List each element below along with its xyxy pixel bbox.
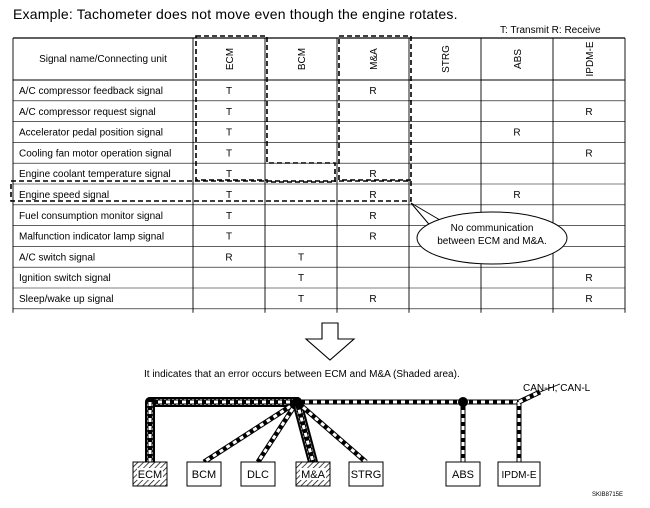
row-cell-value: R (369, 86, 376, 97)
column-header-abs: ABS (513, 49, 524, 69)
row-cell-value: T (226, 190, 232, 201)
column-header-bcm: BCM (297, 48, 308, 70)
bus-tail-dash (518, 390, 541, 404)
column-header-ipdm-e: IPDM-E (585, 41, 596, 76)
row-cell-value: T (226, 86, 232, 97)
node-label-ipdm-e: IPDM-E (502, 470, 537, 481)
row-signal-name: Cooling fan motor operation signal (19, 148, 171, 159)
row-cell-value: R (513, 190, 520, 201)
row-cell-value: R (585, 107, 592, 118)
row-signal-name: Accelerator pedal position signal (19, 128, 163, 139)
node-label-strg: STRG (351, 469, 382, 481)
junction-dot-abs (458, 397, 468, 407)
row-signal-name: Fuel consumption monitor signal (19, 211, 163, 222)
callout-bubble (416, 211, 568, 265)
node-box-dlc (240, 461, 276, 487)
row-cell-value: R (585, 294, 592, 305)
node-label-abs: ABS (452, 469, 474, 481)
row-signal-name: Ignition switch signal (19, 273, 111, 284)
row-cell-value: R (225, 252, 232, 263)
row-signal-name: Malfunction indicator lamp signal (19, 232, 164, 243)
node-label-dlc: DLC (247, 469, 269, 481)
node-box-abs (445, 461, 481, 487)
spoke-dlc-dash (256, 401, 299, 463)
row-cell-value: T (226, 169, 232, 180)
bus-leader-line (539, 383, 561, 393)
row-signal-name: A/C compressor request signal (19, 107, 156, 118)
node-label-m-a: M&A (301, 469, 326, 481)
column-header-strg: STRG (441, 45, 452, 73)
callout-join (432, 225, 437, 230)
row-signal-name: Engine coolant temperature signal (19, 169, 171, 180)
down-arrow (304, 322, 356, 361)
bus-label: CAN-H, CAN-L (523, 383, 591, 394)
node-label-bg (300, 468, 326, 480)
row-cell-value: T (298, 273, 304, 284)
row-cell-value: R (513, 128, 520, 139)
engine-speed-highlight (10, 180, 412, 202)
figure-code: SKIB8715E (592, 492, 624, 498)
diagram-title: Example: Tachometer does not move even t… (13, 6, 458, 22)
node-box-bcm (186, 461, 222, 487)
legend-text: T: Transmit R: Receive (500, 25, 601, 36)
node-label-bg (137, 468, 163, 480)
column-header-m-a: M&A (369, 48, 380, 70)
row-cell-value: R (369, 211, 376, 222)
header-first-cell: Signal name/Connecting unit (39, 54, 167, 65)
row-cell-value: R (369, 232, 376, 243)
row-cell-value: R (369, 294, 376, 305)
spoke-ma-dash (295, 401, 315, 463)
row-cell-value: T (298, 294, 304, 305)
row-cell-value: R (585, 273, 592, 284)
row-cell-value: R (369, 190, 376, 201)
node-label-bcm: BCM (192, 469, 216, 481)
node-box-strg (348, 461, 384, 487)
spoke-bcm-dash (203, 400, 298, 464)
row-cell-value: T (298, 252, 304, 263)
node-box-ipdm-e (497, 461, 541, 487)
row-signal-name: Sleep/wake up signal (19, 294, 114, 305)
row-cell-value: R (369, 169, 376, 180)
callout-text: No communication between ECM and M&A. (437, 223, 547, 247)
diagram-caption: It indicates that an error occurs betwee… (144, 369, 460, 380)
spoke-strg (295, 400, 368, 464)
ecm-highlight-outline (195, 35, 336, 183)
row-signal-name: A/C switch signal (19, 252, 95, 263)
junction-dot-main (292, 397, 302, 407)
row-signal-name: A/C compressor feedback signal (19, 86, 163, 97)
row-cell-value: T (226, 128, 232, 139)
row-signal-name: Engine speed signal (19, 190, 109, 201)
row-cell-value: T (226, 107, 232, 118)
column-header-ecm: ECM (225, 48, 236, 70)
row-cell-value: T (226, 232, 232, 243)
ma-highlight-outline (338, 35, 412, 181)
row-cell-value: T (226, 211, 232, 222)
row-cell-value: T (226, 148, 232, 159)
node-label-ecm: ECM (138, 469, 162, 481)
row-cell-value: R (585, 148, 592, 159)
